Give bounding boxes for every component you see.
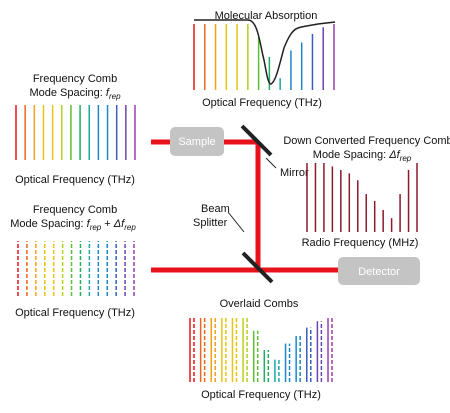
- overlaid-combs: [189, 318, 333, 382]
- beam-splitter-label-line1: Beam: [201, 203, 230, 215]
- down-converted-comb: [306, 163, 418, 232]
- comb2-title: Frequency Comb: [33, 204, 117, 216]
- comb1-spacing: Mode Spacing: frep: [29, 87, 121, 101]
- comb1-title: Frequency Comb: [33, 73, 117, 85]
- downconv-title: Down Converted Frequency Comb: [283, 135, 450, 147]
- molecular-absorption-comb: [193, 24, 335, 90]
- downconv-spacing: Mode Spacing: Δfrep: [313, 149, 412, 163]
- comb2-xlabel: Optical Frequency (THz): [15, 307, 135, 319]
- beam-splitter: [227, 211, 274, 284]
- overlaid-title: Overlaid Combs: [220, 298, 299, 310]
- comb1-xlabel: Optical Frequency (THz): [15, 174, 135, 186]
- molecular-xlabel: Optical Frequency (THz): [202, 97, 322, 109]
- frequency-comb-2: [17, 241, 135, 296]
- beam-splitter-label-line2: Splitter: [193, 217, 228, 229]
- sample-label: Sample: [178, 136, 215, 148]
- detector-block: Detector: [338, 257, 420, 285]
- frequency-comb-1: [15, 105, 136, 160]
- molecular-title: Molecular Absorption: [215, 10, 318, 22]
- mirror-label: Mirror: [280, 167, 309, 179]
- downconv-xlabel: Radio Frequency (MHz): [302, 237, 419, 249]
- absorption-curve: [194, 19, 336, 85]
- sample-block: Sample: [170, 127, 224, 156]
- detector-label: Detector: [358, 266, 400, 278]
- mirror: [240, 124, 277, 169]
- comb2-spacing: Mode Spacing: frep + Δfrep: [10, 218, 136, 232]
- overlaid-xlabel: Optical Frequency (THz): [201, 389, 321, 401]
- beam-path: [151, 139, 340, 273]
